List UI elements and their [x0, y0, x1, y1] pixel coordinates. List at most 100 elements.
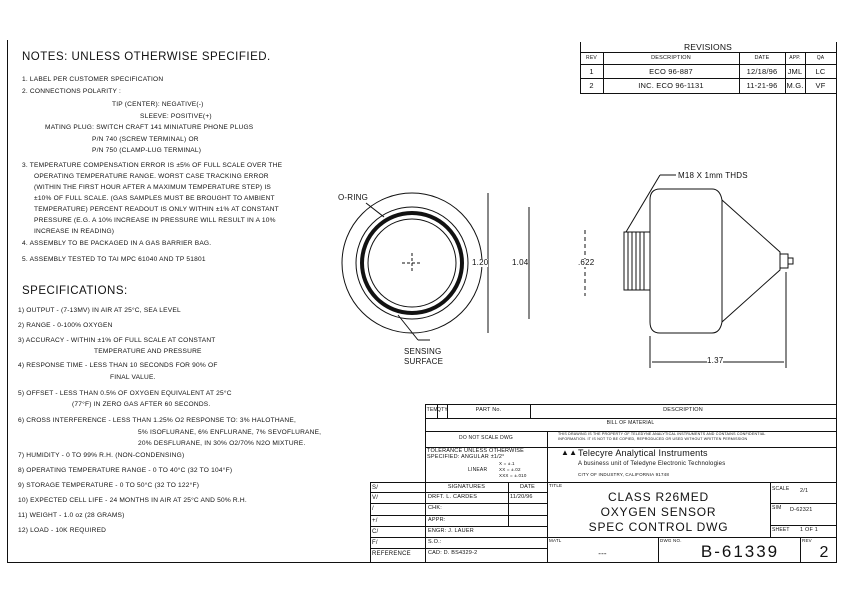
description-header: DESCRIPTION	[651, 55, 691, 61]
spec-line: 2) RANGE - 0-100% OXYGEN	[18, 322, 113, 329]
tolerance-xx: XX = ±.02	[499, 467, 521, 472]
company-name: Telecyre Analytical Instruments	[578, 448, 708, 458]
scale-value: 2/1	[800, 488, 809, 494]
spec-line: TEMPERATURE AND PRESSURE	[94, 348, 202, 355]
revision-letter-label: V/	[372, 495, 379, 501]
spec-line: FINAL VALUE.	[110, 374, 156, 381]
note-line: TIP (CENTER): NEGATIVE(-)	[112, 101, 204, 108]
drawing-title-3: SPEC CONTROL DWG	[588, 520, 729, 534]
note-line: TEMPERATURE) PERCENT READOUT IS ONLY WIT…	[34, 206, 279, 213]
revision-cell: 1	[589, 67, 594, 76]
o-ring-label: O-RING	[338, 193, 369, 202]
drafter-date: 11/20/96	[510, 494, 533, 500]
revision-letter-label: C/	[372, 529, 379, 535]
signature-entry: ENGR: J. LAUER	[428, 528, 474, 534]
spec-line: 12) LOAD - 10K REQUIRED	[18, 527, 107, 534]
spec-line: (77°F) IN ZERO GAS AFTER 60 SECONDS.	[72, 401, 211, 408]
sensing-label: SENSING	[404, 347, 442, 356]
sheet-value: 1 OF 1	[800, 527, 819, 533]
spec-line: 4) RESPONSE TIME - LESS THAN 10 SECONDS …	[18, 362, 218, 369]
revision-letter-label: F/	[372, 540, 378, 546]
revision-cell: LC	[815, 67, 826, 76]
item-header: ITEM	[425, 407, 438, 413]
note-line: ±10% OF FULL SCALE. (GAS SAMPLES MUST BE…	[34, 195, 275, 202]
dim-1-37: 1.37	[707, 356, 724, 365]
spec-line: 5) OFFSET - LESS THAN 0.5% OF OXYGEN EQU…	[18, 390, 232, 397]
signature-entry: DRFT. L. CARDES	[428, 494, 478, 500]
spec-line: 10) EXPECTED CELL LIFE - 24 MONTHS IN AI…	[18, 497, 247, 504]
revision-cell: 12/18/96	[746, 67, 778, 76]
dim-1-20: 1.20	[472, 258, 489, 267]
revision-cell: M.G.	[786, 81, 804, 90]
specs-title: SPECIFICATIONS:	[22, 285, 128, 297]
spec-line: 11) WEIGHT - 1.0 oz (28 GRAMS)	[18, 512, 125, 519]
revision-cell: ECO 96-887	[649, 67, 693, 76]
tolerance-2: SPECIFIED: ANGULAR ±1/2°	[427, 454, 505, 460]
drawing-title-1: CLASS R26MED	[608, 490, 709, 504]
tolerance-x: X = ±.1	[499, 461, 515, 466]
dwg-no-label: DWG NO.	[660, 538, 682, 543]
spec-line: 9) STORAGE TEMPERATURE - 0 TO 50°C (32 T…	[18, 482, 200, 489]
business-unit: A business unit of Teledyne Electronic T…	[578, 461, 726, 467]
app-header: APP.	[789, 55, 801, 61]
title-label: TITLE	[549, 483, 563, 488]
frame-right	[836, 42, 837, 563]
property-note-1: THIS DRAWING IS THE PROPERTY OF TELEDYNE…	[558, 432, 766, 436]
rev-value: 2	[819, 544, 829, 561]
note-line: SLEEVE: POSITIVE(+)	[140, 113, 212, 120]
spec-line: 1) OUTPUT - (7-13MV) IN AIR AT 25°C, SEA…	[18, 307, 181, 314]
sheet-label: SHEET	[772, 527, 790, 533]
qa-header: QA	[816, 55, 825, 61]
spec-line: 3) ACCURACY - WITHIN ±1% OF FULL SCALE A…	[18, 337, 216, 344]
frame-left	[7, 40, 8, 563]
rev-header: REV	[586, 55, 597, 61]
do-not-scale-note: DO NOT SCALE DWG	[459, 435, 513, 441]
spec-line: 20% DESFLURANE, IN 30% O2/70% N2O MIXTUR…	[138, 440, 306, 447]
tolerance-1: TOLERANCE UNLESS OTHERWISE	[427, 448, 524, 454]
material-label: MATL	[549, 538, 562, 543]
note-line: PRESSURE (E.G. A 10% INCREASE IN PRESSUR…	[34, 217, 276, 224]
company-city: CITY OF INDUSTRY, CALIFORNIA 91748	[578, 472, 670, 477]
note-line: (WITHIN THE FIRST HOUR AFTER A MAXIMUM T…	[34, 184, 271, 191]
revision-letter-label: /	[372, 506, 374, 512]
note-line: 5. ASSEMBLY TESTED TO TAI MPC 61040 AND …	[22, 256, 206, 263]
qty-header: QTY	[437, 407, 448, 413]
revision-cell: INC. ECO 96-1131	[638, 81, 704, 90]
note-line: P/N 740 (SCREW TERMINAL) OR	[92, 136, 199, 143]
revision-cell: 11-21-96	[746, 81, 778, 90]
note-line: 4. ASSEMBLY TO BE PACKAGED IN A GAS BARR…	[22, 240, 212, 247]
tolerance-xxx: XXX = ±.010	[499, 473, 527, 478]
dwg-no-value: B-61339	[700, 542, 780, 561]
date-header: DATE	[754, 55, 770, 61]
tolerance-linear: LINEAR	[468, 467, 488, 473]
note-line: 3. TEMPERATURE COMPENSATION ERROR IS ±5%…	[22, 162, 283, 169]
company-logo-icon: ▲▲	[561, 448, 578, 457]
part-no-header: PART No.	[475, 407, 502, 413]
scale-label: SCALE	[772, 486, 790, 492]
note-line: P/N 750 (CLAMP-LUG TERMINAL)	[92, 147, 202, 154]
rev-label: REV	[802, 538, 812, 543]
side-view	[623, 174, 794, 368]
frame-bottom	[7, 562, 837, 563]
signature-entry: S.O.:	[428, 539, 442, 545]
sim-value: D-62321	[790, 507, 813, 513]
revision-cell: JML	[787, 67, 803, 76]
bill-of-material: BILL OF MATERIAL	[606, 420, 655, 426]
bom-description-header: DESCRIPTION	[663, 407, 703, 413]
front-view	[341, 192, 586, 341]
thread-label: M18 X 1mm THDS	[678, 171, 748, 180]
spec-line: 5% ISOFLURANE, 6% ENFLURANE, 7% SEVOFLUR…	[138, 429, 322, 436]
note-line: INCREASE IN READING)	[34, 228, 115, 235]
material-value: ---	[598, 549, 607, 558]
signature-entry: CAD: D. BS4329-2	[428, 550, 478, 556]
drawing-title-2: OXYGEN SENSOR	[600, 505, 717, 519]
revision-cell: 2	[589, 81, 594, 90]
notes-title: NOTES: UNLESS OTHERWISE SPECIFIED.	[22, 51, 271, 63]
note-line: MATING PLUG: SWITCH CRAFT 141 MINIATURE …	[45, 124, 254, 131]
note-line: 2. CONNECTIONS POLARITY :	[22, 88, 122, 95]
spec-line: 8) OPERATING TEMPERATURE RANGE - 0 TO 40…	[18, 467, 233, 474]
revisions-title: REVISIONS	[683, 42, 733, 52]
signature-entry: CHK:	[428, 505, 442, 511]
spec-line: 7) HUMIDITY - 0 TO 99% R.H. (NON-CONDENS…	[18, 452, 185, 459]
